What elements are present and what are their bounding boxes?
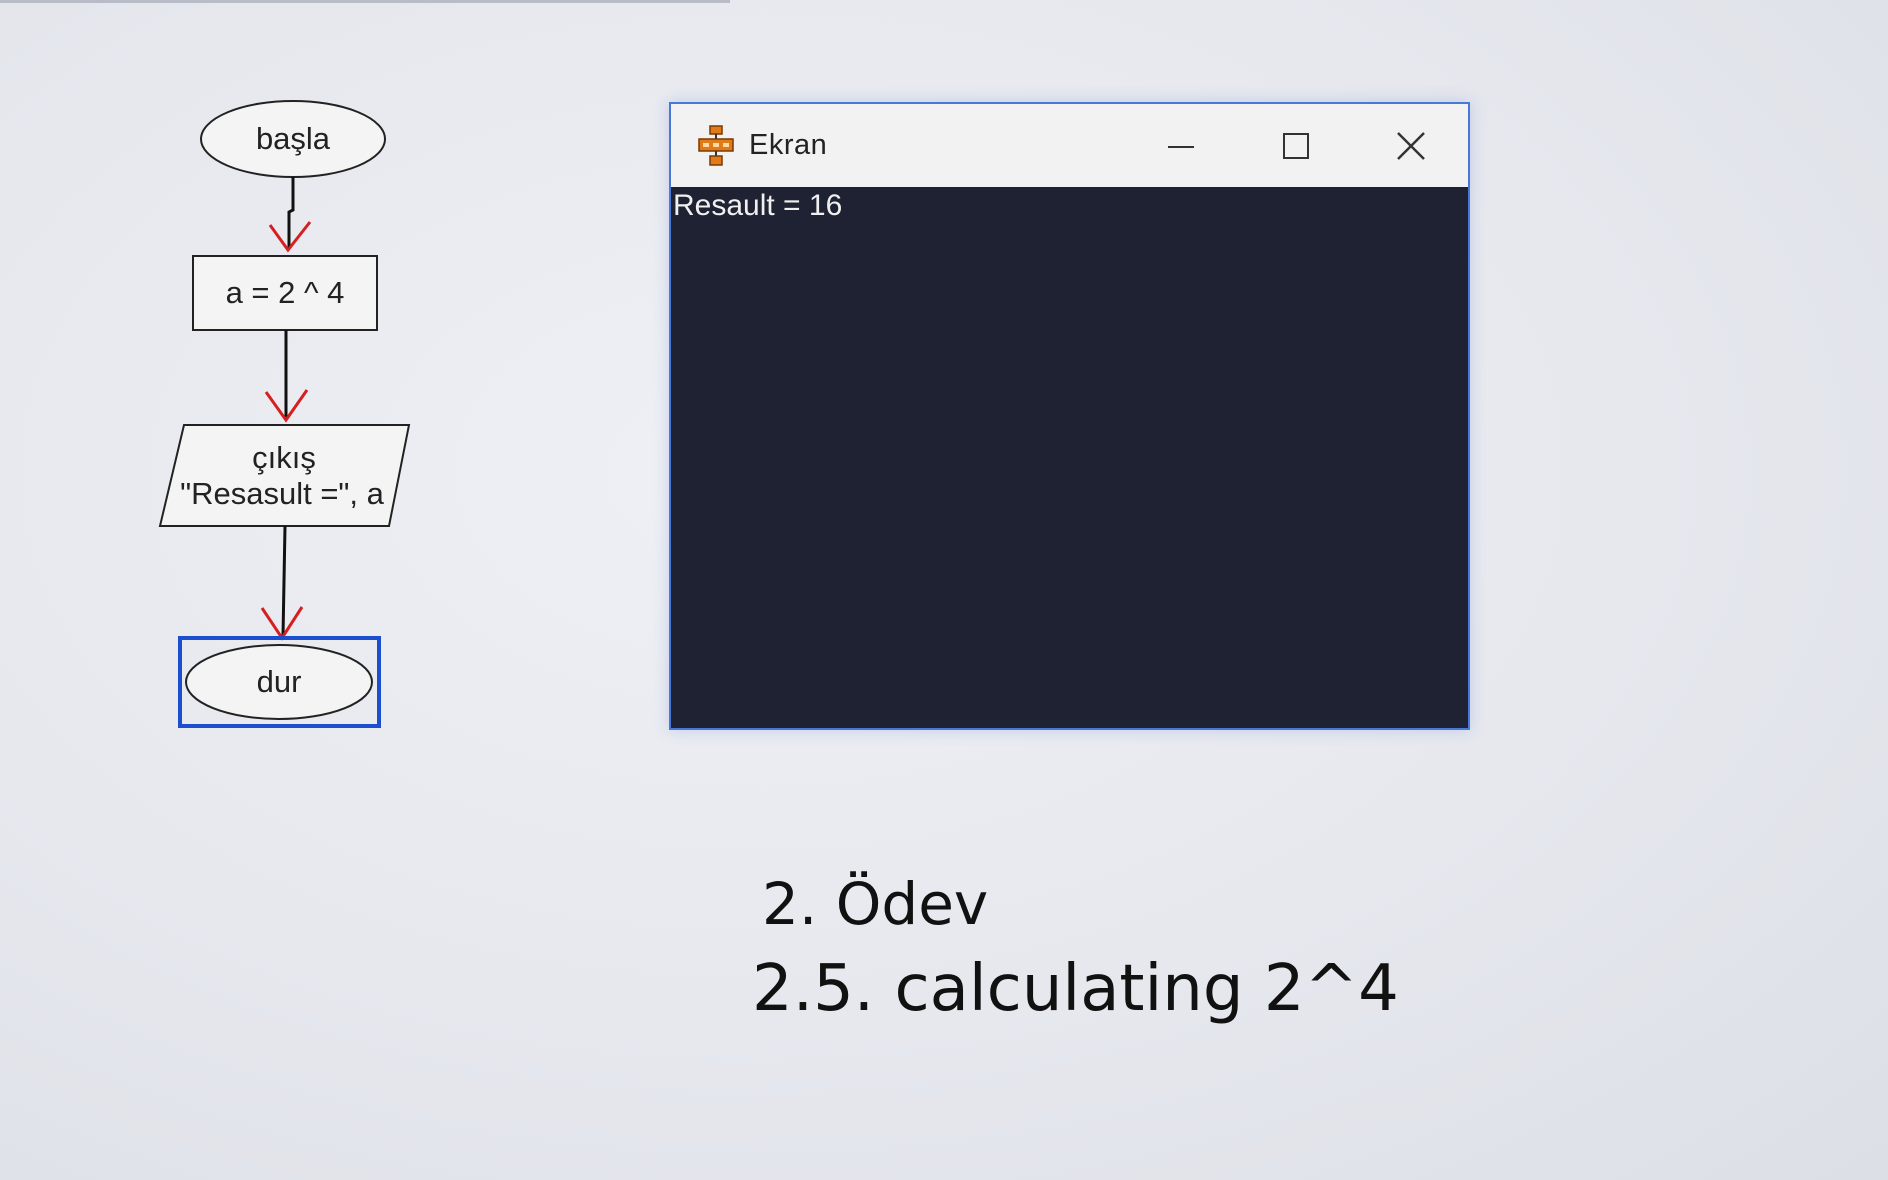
window-title: Ekran <box>749 129 828 161</box>
flowchart-output-node[interactable]: çıkış "Resasult =", a <box>158 424 411 527</box>
minimize-icon <box>1168 145 1194 148</box>
assignment-heading: 2. Ödev <box>762 870 989 938</box>
flowchart-connector <box>260 525 304 641</box>
flowchart: başla a = 2 ^ 4 çıkış "Resasult =", a du… <box>158 100 411 728</box>
close-icon <box>1397 131 1425 160</box>
selection-box <box>178 636 381 728</box>
arrowhead-icon <box>268 221 312 253</box>
flowchart-connector <box>268 177 312 253</box>
flowchart-connector <box>264 330 309 423</box>
app-icon <box>698 124 734 166</box>
screen-edge-bar <box>0 0 730 3</box>
flowchart-process-node[interactable]: a = 2 ^ 4 <box>192 255 378 331</box>
start-label: başla <box>256 121 331 156</box>
arrowhead-icon <box>264 389 309 423</box>
maximize-icon <box>1283 132 1309 159</box>
console-output-area[interactable]: Resault = 16 <box>671 187 1468 728</box>
close-button[interactable] <box>1356 104 1466 187</box>
output-label-line2: "Resasult =", a <box>180 476 385 511</box>
flowchart-start-node[interactable]: başla <box>200 100 386 178</box>
end-label: dur <box>257 664 302 699</box>
console-output-line: Resault = 16 <box>673 189 843 222</box>
minimize-button[interactable] <box>1126 104 1236 187</box>
flowchart-end-node[interactable]: dur <box>178 636 381 728</box>
assign-label: a = 2 ^ 4 <box>226 275 345 310</box>
maximize-button[interactable] <box>1241 104 1351 187</box>
console-window[interactable]: Ekran Resault = 16 <box>669 102 1470 730</box>
window-titlebar[interactable]: Ekran <box>671 104 1468 187</box>
assignment-subheading: 2.5. calculating 2^4 <box>752 952 1399 1026</box>
output-label-line1: çıkış <box>252 440 316 475</box>
